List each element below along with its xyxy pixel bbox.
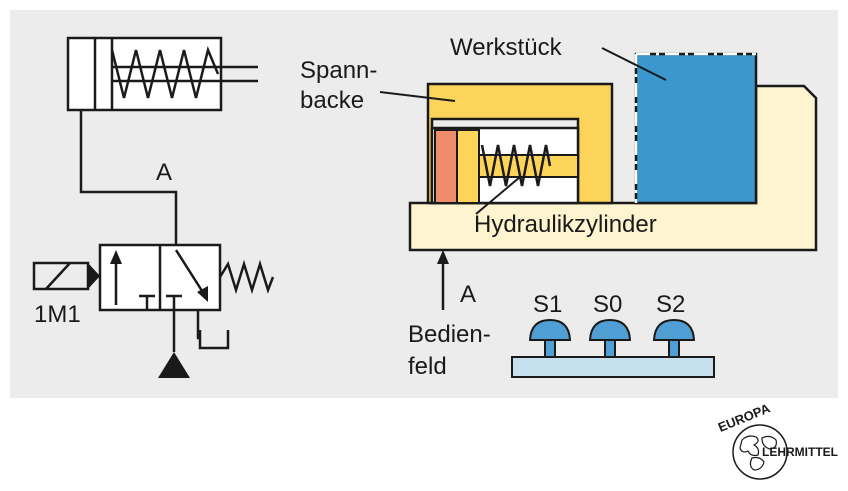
- spannbacke-leader: [379, 91, 456, 102]
- button-s2: S2: [652, 291, 696, 358]
- solenoid-label: 1M1: [34, 301, 81, 328]
- spannbacke-label-line2: backe: [300, 87, 364, 114]
- cylinder-spring: [110, 46, 220, 99]
- bedienfeld-label-line1: Bedien-: [408, 321, 491, 348]
- bedienfeld-label-line2: feld: [408, 353, 447, 380]
- button-s0: S0: [588, 291, 632, 358]
- valve-symbol: [32, 243, 275, 352]
- button-s1-label: S1: [533, 291, 562, 318]
- cylinder-symbol: [66, 36, 258, 112]
- pressure-source-triangle: [158, 352, 190, 378]
- port-a-block-label: A: [460, 281, 476, 308]
- piston-rod-body: [456, 129, 480, 204]
- workpiece: [634, 52, 758, 205]
- werkstueck-leader: [601, 47, 667, 81]
- button-s1: S1: [528, 291, 572, 358]
- spannbacke-label-line1: Spann-: [300, 57, 377, 84]
- pneumatic-lines: [79, 110, 178, 245]
- hydraulikzylinder-label: Hydraulikzylinder: [474, 211, 657, 238]
- button-s0-label: S0: [593, 291, 622, 318]
- piston: [434, 129, 458, 204]
- hydraulic-spring: [480, 144, 552, 187]
- werkstueck-label: Werkstück: [450, 34, 563, 61]
- logo-continents: [739, 435, 777, 471]
- hydraulikzylinder-leader: [475, 176, 521, 215]
- logo-bottom-text: LEHRMITTEL: [762, 445, 838, 459]
- europa-lehrmittel-logo: EUROPA LEHRMITTEL: [716, 400, 838, 480]
- valve-spring: [218, 259, 275, 295]
- port-a-valve-label: A: [156, 159, 172, 186]
- button-s2-label: S2: [656, 291, 685, 318]
- operator-panel: [511, 356, 715, 378]
